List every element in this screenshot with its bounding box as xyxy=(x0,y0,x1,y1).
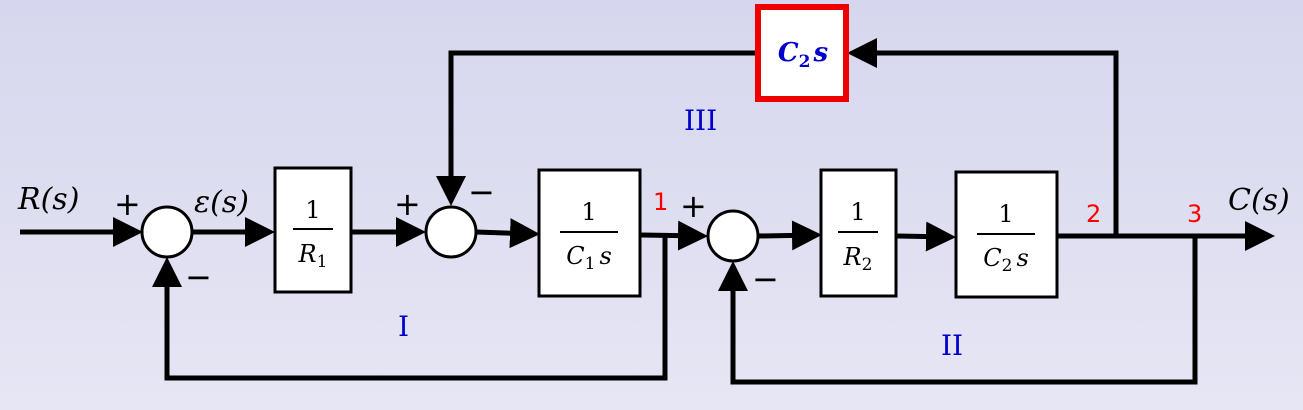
sign-sum3-minus: − xyxy=(752,260,779,298)
block-r1-denominator: R1 xyxy=(298,240,328,272)
wire-loop-III-return xyxy=(847,38,1119,236)
wire-sum2-out xyxy=(475,218,540,249)
wire-loop-I xyxy=(152,235,668,381)
summing-junction-3 xyxy=(706,209,760,263)
signal-output-label: C(s) xyxy=(1228,183,1290,218)
block-c2s-numerator: 1 xyxy=(998,200,1013,228)
sign-sum2-plus: + xyxy=(394,185,421,223)
loop-label-III: III xyxy=(684,104,717,137)
summing-junction-2 xyxy=(424,205,478,259)
block-1-over-r2: 1 R2 xyxy=(819,168,898,298)
block-r1-numerator: 1 xyxy=(305,196,320,224)
block-c1s-numerator: 1 xyxy=(581,198,596,226)
block-r2-denominator: R2 xyxy=(843,243,873,275)
signal-error-label: ε(s) xyxy=(194,185,249,220)
node-label-3: 3 xyxy=(1187,200,1202,228)
block-1-over-r1: 1 R1 xyxy=(273,166,353,294)
wire-sum3-out xyxy=(758,220,822,251)
summing-junction-1 xyxy=(140,205,194,259)
block-r2-numerator: 1 xyxy=(850,198,865,226)
sign-sum2-minus: − xyxy=(468,173,495,211)
wire-loop-II xyxy=(718,236,1198,385)
wire-c1s-out xyxy=(640,220,708,251)
sign-sum1-minus: − xyxy=(185,258,212,296)
loop-label-II: II xyxy=(941,329,963,362)
loop-label-I: I xyxy=(398,310,409,343)
signal-input-label: R(s) xyxy=(17,182,79,217)
wire-r2-out xyxy=(896,221,956,252)
node-label-1: 1 xyxy=(653,188,668,216)
sign-sum3-plus: + xyxy=(680,187,707,225)
node-label-2: 2 xyxy=(1086,200,1101,228)
wire-loop-III-forward xyxy=(436,50,758,206)
sign-sum1-plus: + xyxy=(114,185,141,223)
